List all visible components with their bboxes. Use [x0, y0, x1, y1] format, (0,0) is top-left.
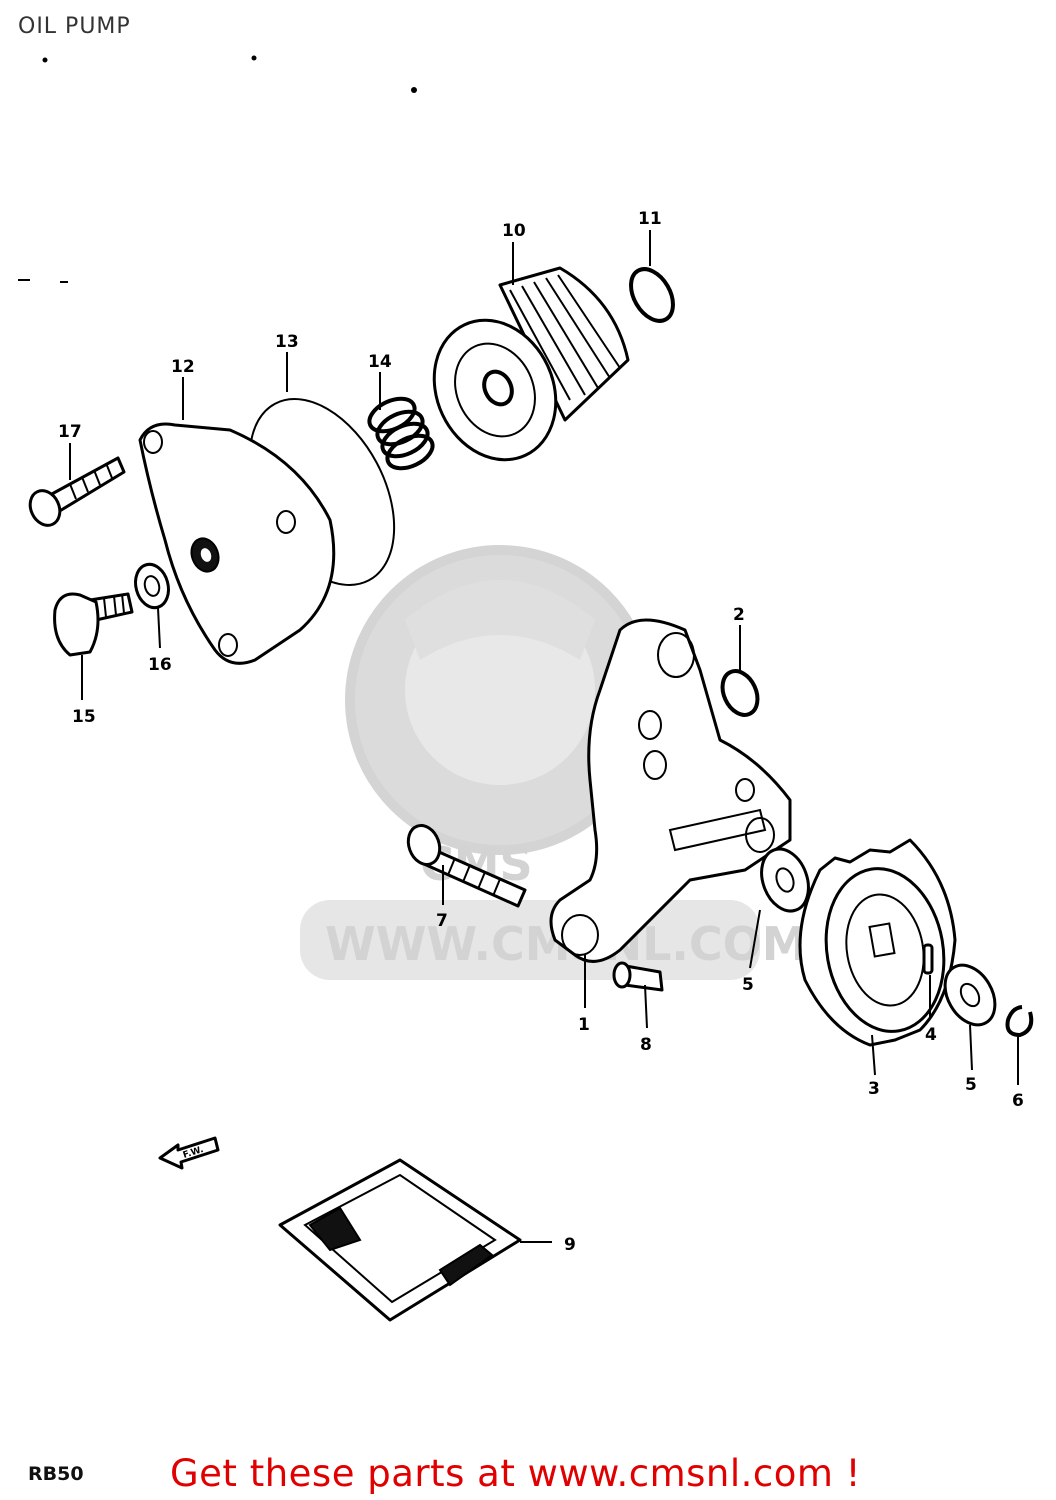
part-pump-bolt[interactable]	[403, 821, 527, 908]
part-cover-bolt[interactable]	[25, 456, 126, 530]
part-dowel-pin[interactable]	[612, 961, 664, 992]
part-oil-pump-body[interactable]	[549, 618, 792, 963]
watermark-mascot-helmet	[405, 580, 595, 660]
part-washer-16[interactable]	[131, 561, 173, 612]
leader-5a	[749, 909, 761, 969]
callout-2: 2	[733, 605, 745, 625]
callout-leaders	[69, 230, 1019, 1243]
part-pump-gear[interactable]	[798, 838, 957, 1047]
callout-labels: 1 2 3 4 5 5 6 7 8 9 10 11 12 13 14 15 16…	[58, 209, 1024, 1255]
part-o-ring-11[interactable]	[622, 262, 681, 328]
callout-6: 6	[1012, 1091, 1024, 1111]
callout-7: 7	[436, 911, 448, 931]
callout-14: 14	[368, 352, 392, 372]
part-washer-5-upper[interactable]	[753, 842, 816, 917]
callout-8: 8	[640, 1035, 652, 1055]
part-oil-filter[interactable]	[412, 266, 630, 480]
call-to-action-link[interactable]: Get these parts at www.cmsnl.com !	[170, 1452, 862, 1495]
callout-13: 13	[275, 332, 299, 352]
callout-5a: 5	[742, 975, 754, 995]
scan-dot	[251, 55, 257, 61]
callout-15: 15	[72, 707, 96, 727]
forward-arrow-icon: F.W.	[158, 1136, 220, 1170]
leader-8	[644, 984, 648, 1029]
part-spring[interactable]	[364, 392, 437, 475]
callout-11: 11	[638, 209, 662, 229]
scan-dot	[411, 87, 417, 93]
part-drain-bolt[interactable]	[53, 592, 134, 657]
part-circlip[interactable]	[1005, 1005, 1034, 1038]
scan-dots	[18, 55, 417, 283]
callout-12: 12	[171, 357, 195, 377]
model-code: RB50	[28, 1463, 84, 1485]
leader-3	[871, 1034, 876, 1076]
page-title: OIL PUMP	[18, 14, 131, 39]
leader-16	[157, 607, 161, 649]
leader-5b	[969, 1024, 973, 1071]
part-washer-5-lower[interactable]	[935, 956, 1005, 1033]
callout-1: 1	[578, 1015, 590, 1035]
part-gear-pin[interactable]	[922, 943, 934, 975]
part-strainer-gasket[interactable]	[278, 1158, 522, 1322]
part-o-ring-2[interactable]	[716, 665, 764, 720]
callout-16: 16	[148, 655, 172, 675]
part-filter-cover[interactable]	[138, 422, 336, 665]
scan-dot	[42, 57, 48, 63]
callout-10: 10	[502, 221, 526, 241]
callout-4: 4	[925, 1025, 937, 1045]
callout-3: 3	[868, 1079, 880, 1099]
callout-9: 9	[564, 1235, 576, 1255]
callout-5b: 5	[965, 1075, 977, 1095]
callout-17: 17	[58, 422, 82, 442]
